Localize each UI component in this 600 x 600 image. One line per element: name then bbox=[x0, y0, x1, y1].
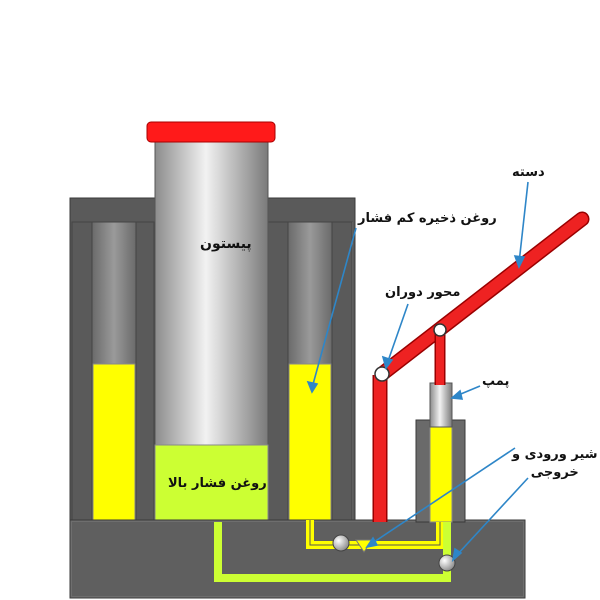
pump-plunger bbox=[429, 382, 453, 428]
valve-label: شیر ورودی و خروجی bbox=[512, 446, 598, 482]
piston bbox=[154, 139, 269, 446]
pump-label: پمپ bbox=[482, 374, 510, 389]
pivot-pin bbox=[374, 366, 390, 382]
reservoir-oil-label: روغن ذخیره کم فشار bbox=[358, 211, 497, 226]
inlet-valve-ball bbox=[332, 534, 350, 552]
reservoir-oil-left bbox=[92, 363, 136, 523]
high-pressure-oil-label: روغن فشار بالا bbox=[168, 476, 267, 491]
callout-lines bbox=[306, 181, 529, 563]
outlet-valve-ball bbox=[438, 554, 456, 572]
valve-label-line2: خروجی bbox=[530, 465, 579, 480]
pump-link-pin bbox=[433, 323, 447, 337]
reservoir-oil-right bbox=[288, 363, 332, 523]
handle-lever bbox=[372, 211, 590, 522]
piston-cap bbox=[146, 121, 276, 143]
base-block bbox=[69, 519, 526, 599]
pump-cylinder bbox=[415, 419, 466, 523]
pivot-axis-label: محور دوران bbox=[385, 285, 461, 300]
valve-label-line1: شیر ورودی و bbox=[512, 447, 598, 462]
piston-label: پیستون bbox=[200, 236, 252, 252]
handle-label: دسته bbox=[512, 165, 545, 180]
